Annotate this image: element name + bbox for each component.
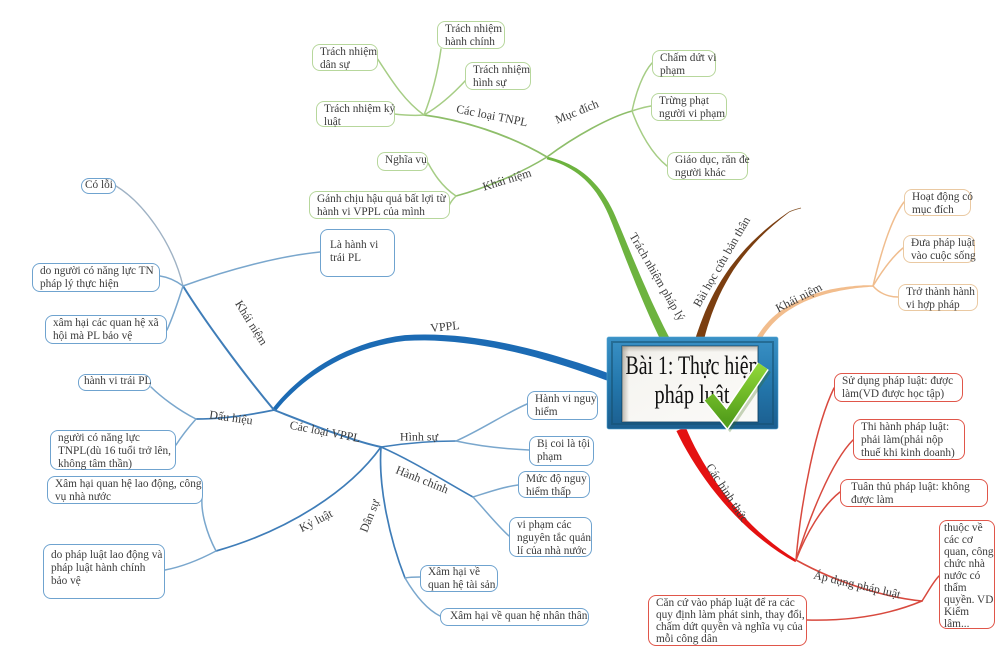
svg-text:Bài 1: Thực hiện: Bài 1: Thực hiện [626, 351, 759, 380]
